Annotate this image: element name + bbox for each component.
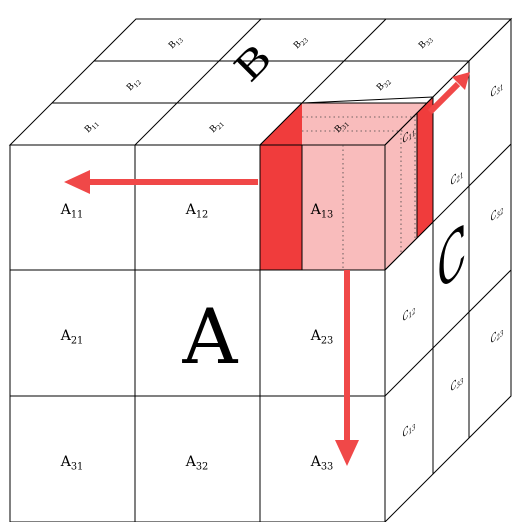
cell-label: C21	[451, 164, 464, 192]
cell-label: A33	[310, 454, 334, 473]
cell-label: C12	[403, 299, 416, 327]
cell-label: B23	[292, 34, 310, 52]
highlight-band-side	[417, 97, 433, 238]
arrow-up-right	[427, 72, 470, 115]
cell-label: B21	[208, 118, 226, 136]
cell-label: A23	[310, 328, 334, 347]
cell-label: B11	[83, 118, 101, 136]
cell-label: B12	[125, 76, 143, 94]
cell-label: C32	[491, 199, 504, 227]
cell-label: C13	[403, 415, 416, 443]
arrow-left	[64, 170, 258, 194]
front-face-grid	[10, 145, 385, 522]
cell-label: A32	[185, 454, 209, 473]
top-face-grid	[52, 18, 469, 146]
cell-label: A21	[60, 328, 84, 347]
cell-label: C11	[403, 122, 416, 150]
highlight-band-front	[260, 145, 302, 270]
cell-label: B13	[167, 34, 185, 52]
cell-label: C33	[451, 369, 464, 397]
cell-label: A11	[60, 202, 84, 221]
face-a-letter: A	[182, 292, 239, 381]
cell-label: A13	[310, 202, 334, 221]
cell-label: B32	[375, 76, 393, 94]
cell-label: A31	[60, 454, 84, 473]
right-face-grid	[384, 61, 512, 474]
cell-label: B33	[417, 34, 435, 52]
cell-label: C23	[491, 321, 504, 349]
cell-label: C31	[491, 76, 504, 104]
arrow-down	[335, 270, 359, 466]
cell-label: A12	[185, 202, 209, 221]
cell-label: B31	[333, 118, 351, 136]
